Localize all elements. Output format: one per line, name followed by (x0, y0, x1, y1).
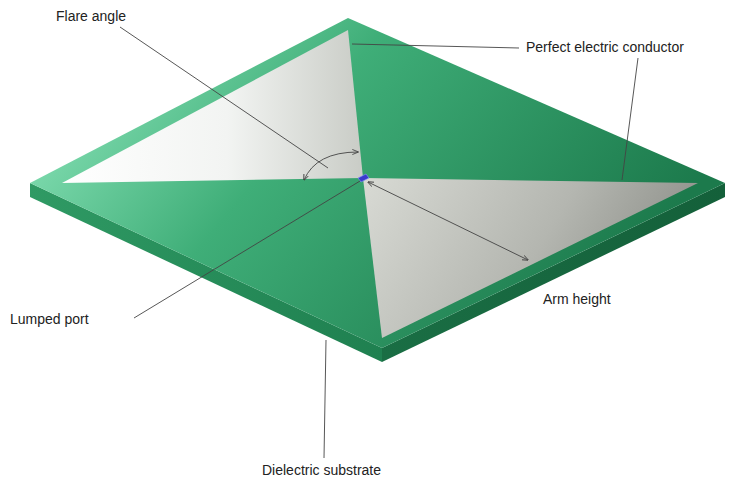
leader-line (134, 181, 360, 318)
callout-label: Flare angle (56, 8, 126, 24)
leader-line (352, 44, 519, 48)
leader-line (120, 27, 328, 168)
leader-line (622, 58, 638, 180)
substrate-top (30, 18, 725, 348)
conductor-arm-lower (363, 178, 698, 338)
dimension-arrow (368, 182, 528, 260)
callout-label: Lumped port (10, 311, 89, 327)
callout-label: Arm height (543, 291, 611, 307)
callout-label: Perfect electric conductor (526, 39, 684, 55)
callout-label: Dielectric substrate (262, 462, 381, 478)
angle-arc (304, 152, 358, 180)
leader-line (324, 340, 326, 458)
conductor-arm-upper (62, 30, 363, 183)
